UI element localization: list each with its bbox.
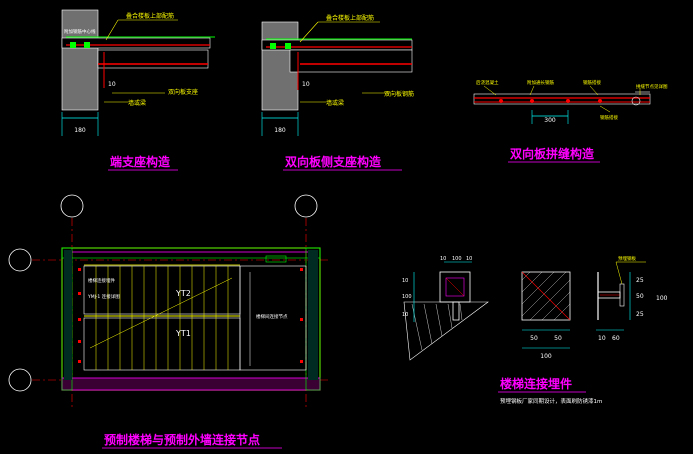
label-support-rebar: 双向板支座 [168, 88, 198, 96]
twoway-side-support-detail: 180 叠合楼板上部配筋 10 双向板钢筋 墙或梁 双向板侧支座构造 [261, 14, 414, 171]
stair-note-2: YMJ-1 连接详图 [87, 293, 120, 300]
dim-50b: 50 [554, 335, 562, 342]
dim-180-b: 180 [274, 127, 286, 134]
grid-bubble-top-right [294, 194, 318, 218]
joint-label-4: 拼缝节点见详图 [636, 83, 668, 90]
cast-layer-1 [61, 37, 211, 49]
wall-column-1 [61, 9, 99, 111]
label-anchor: 预埋钢板 [618, 255, 636, 262]
title-twoway-side: 双向板侧支座构造 [285, 154, 382, 169]
grid-bubble-left-bottom [8, 368, 32, 392]
dim-180-a: 180 [74, 127, 86, 134]
grid-bubble-top-left [60, 194, 84, 218]
embed-side-view: 25 50 25 100 10 60 预埋钢板 [596, 255, 668, 342]
label-wall-beam-b: 墙或梁 [326, 99, 344, 107]
title-stair-wall: 预制楼梯与预制外墙连接节点 [104, 432, 260, 447]
title-end-support: 端支座构造 [110, 154, 171, 169]
dim-left-3: 10 [402, 312, 408, 318]
stair-note-3: 楼梯间连接节点 [256, 313, 288, 320]
joint-label-1: 后浇混凝土 [476, 79, 499, 86]
dim-10-a: 10 [108, 81, 116, 88]
joint-label-3: 钢筋搭接 [583, 79, 601, 86]
dim-100v: 100 [656, 295, 668, 302]
stair-note-1: 楼梯连接埋件 [88, 277, 115, 284]
dim-10c: 10 [598, 335, 606, 342]
joint-label-3b: 钢筋搭接 [600, 114, 618, 121]
dim-left-1: 10 [402, 278, 408, 284]
embed-plate [521, 271, 571, 321]
dim-left-2: 100 [402, 294, 412, 300]
label-cast-top-rebar-b: 叠合楼板上部配筋 [326, 14, 374, 22]
grid-bubble-left-top [8, 248, 32, 272]
label-yt2: YT2 [175, 289, 191, 298]
dim-10-b: 10 [302, 81, 310, 88]
end-support-detail: 180 叠合楼板上部配筋 附加钢筋中心线 10 双向板支座 墙或梁 端支座构造 [61, 9, 215, 171]
dim-top-10: 10 [440, 256, 446, 262]
label-yt1: YT1 [175, 329, 191, 338]
joint-label-2: 附加通长钢筋 [527, 79, 554, 86]
twoway-joint-detail: 300 后浇混凝土 附加通长钢筋 钢筋搭接 拼缝节点见详图 钢筋搭接 双向板拼缝… [473, 79, 668, 163]
stair-plan: YT2 YT1 楼梯连接埋件 YMJ-1 连接详图 楼梯间连接节点 预制楼梯与预… [61, 247, 321, 449]
title-stair-embed: 楼梯连接埋件 [500, 376, 572, 391]
label-twoway-rebar: 双向板钢筋 [384, 90, 414, 98]
stair-embed-section: 10 100 10 10 100 10 [402, 256, 489, 361]
label-extra-rebar: 附加钢筋中心线 [64, 28, 96, 35]
dim-50a: 50 [530, 335, 538, 342]
embed-plate-plan: 50 50 100 [521, 271, 571, 360]
note-embed: 预埋钢板厂家同期设计，表面刷防锈漆1m [500, 397, 602, 405]
dim-50c: 50 [636, 293, 644, 300]
dim-top-100: 100 [452, 256, 462, 262]
precast-slab-1 [97, 49, 209, 69]
label-wall-beam-a: 墙或梁 [128, 99, 146, 107]
title-twoway-joint: 双向板拼缝构造 [510, 146, 595, 161]
label-cast-top-rebar-a: 叠合楼板上部配筋 [126, 12, 174, 20]
dim-25a: 25 [636, 277, 644, 284]
dim-60: 60 [612, 335, 620, 342]
dim-25b: 25 [636, 311, 644, 318]
dim-top-10b: 10 [466, 256, 472, 262]
dim-300: 300 [544, 117, 556, 124]
dim-100: 100 [540, 353, 552, 360]
